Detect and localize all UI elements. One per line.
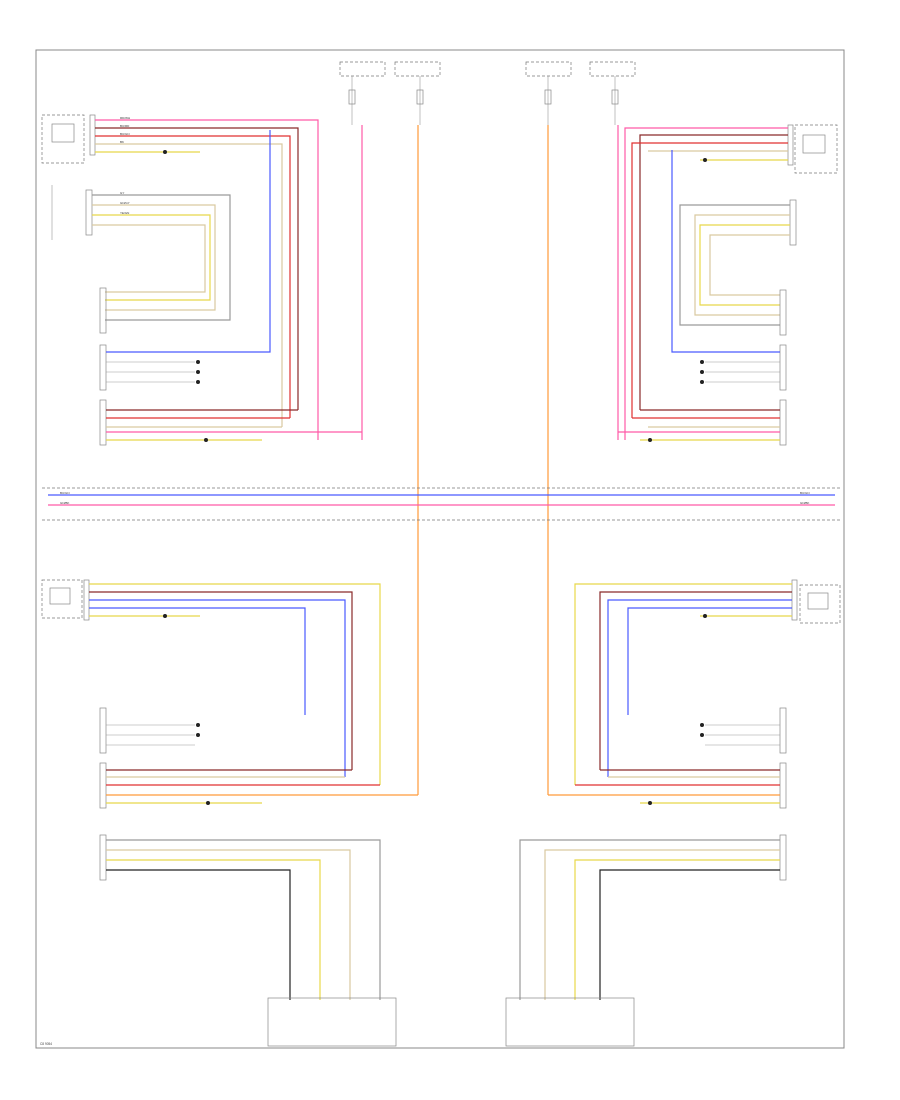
splice-icon [163, 150, 167, 154]
wire-label: BU/GN [800, 491, 810, 495]
ground-icon [700, 733, 704, 737]
ground-icon [700, 723, 704, 727]
left-connector-block [99, 130, 362, 446]
can-bus [42, 487, 840, 521]
ground-icon [196, 723, 200, 727]
fuse-icon [544, 89, 552, 105]
switch-icon [802, 134, 826, 154]
ground-icon [196, 380, 200, 384]
ground-icon [196, 360, 200, 364]
right-connector-block [618, 150, 787, 446]
splice-icon [204, 438, 208, 442]
switch-icon [49, 587, 71, 605]
page-code: C8 9054 [40, 1042, 52, 1046]
switch-icon [51, 123, 75, 143]
fuse-block-right [525, 61, 636, 125]
wire-label: BU/GN [120, 132, 130, 136]
splice-icon [206, 801, 210, 805]
splice-icon [163, 614, 167, 618]
fuse-icon [348, 89, 356, 105]
splice-icon [703, 614, 707, 618]
ground-icon [196, 370, 200, 374]
diagram-frame [35, 49, 845, 1049]
wire-label: YE/GN [120, 211, 129, 215]
splice-icon [648, 438, 652, 442]
wire-label: BK [120, 140, 124, 144]
ground-icon [196, 733, 200, 737]
bottom-right-module [505, 579, 841, 1047]
top-left-module [41, 114, 319, 440]
wire-label: BU/RD [120, 124, 130, 128]
switch-panel-right [505, 997, 635, 1047]
right-mirror-module [679, 199, 797, 336]
wire-label: GN/BK [60, 501, 69, 505]
ground-icon [700, 370, 704, 374]
fuse-icon [611, 89, 619, 105]
fuse-icon [416, 89, 424, 105]
splice-icon [648, 801, 652, 805]
ground-icon [700, 360, 704, 364]
ground-icon [700, 380, 704, 384]
top-right-module [624, 124, 838, 440]
switch-icon [807, 592, 829, 610]
wire-label: RD/WH [120, 116, 130, 120]
splice-icon [703, 158, 707, 162]
wire-label: GN/BK [800, 501, 809, 505]
fuse-block-left [339, 61, 441, 125]
wire-label: GN/GY [120, 201, 130, 205]
bottom-left-module [41, 579, 418, 1047]
wire-label: GY [120, 191, 124, 195]
wire-label: BU/GN [60, 491, 70, 495]
switch-panel-left [267, 997, 397, 1047]
left-mirror-module [51, 185, 231, 334]
